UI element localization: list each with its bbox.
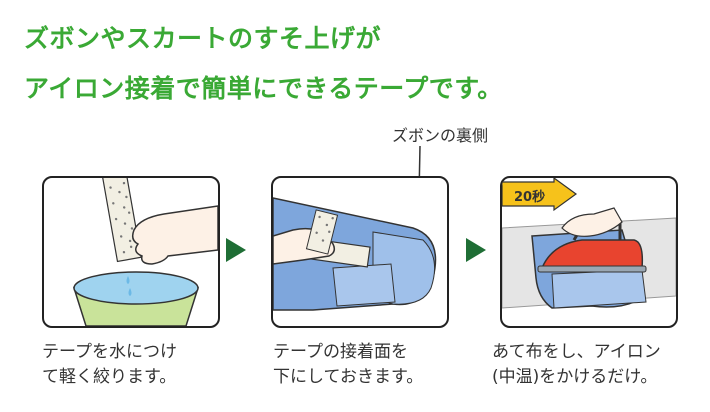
tape-icon (101, 178, 142, 263)
step-3-caption-line-2: (中温)をかけるだけ。 (492, 367, 658, 387)
hand-icon (561, 207, 623, 237)
step-1-caption: テープを水につけ て軽く絞ります。 (42, 340, 177, 390)
headline-line-1: ズボンやスカートのすそ上げが (24, 24, 382, 53)
water-drop-icon (126, 276, 130, 284)
hand-icon (131, 205, 218, 265)
step-1-caption-line-2: て軽く絞ります。 (42, 367, 177, 387)
iron-icon (540, 239, 644, 269)
step-1-illustration (42, 176, 220, 328)
callout-label: ズボンの裏側 (392, 126, 489, 145)
next-step-arrow-icon (226, 238, 246, 262)
step-2-caption-line-2: 下にしておきます。 (273, 367, 424, 387)
step-3-caption-line-1: あて布をし、アイロン (492, 342, 661, 362)
step-3-caption: あて布をし、アイロン (中温)をかけるだけ。 (492, 340, 661, 390)
headline-line-2: アイロン接着で簡単にできるテープです。 (24, 74, 503, 103)
water-icon (73, 271, 199, 305)
timer-label: 20秒 (514, 190, 546, 205)
step-1-caption-line-1: テープを水につけ (42, 342, 177, 362)
timer-arrow-icon (502, 178, 578, 212)
step-2-caption-line-1: テープの接着面を (273, 342, 408, 362)
step-2-caption: テープの接着面を 下にしておきます。 (273, 340, 423, 390)
step-2-illustration (271, 176, 449, 328)
next-step-arrow-icon-2 (466, 238, 486, 262)
step-3-illustration: 20秒 (500, 176, 678, 328)
